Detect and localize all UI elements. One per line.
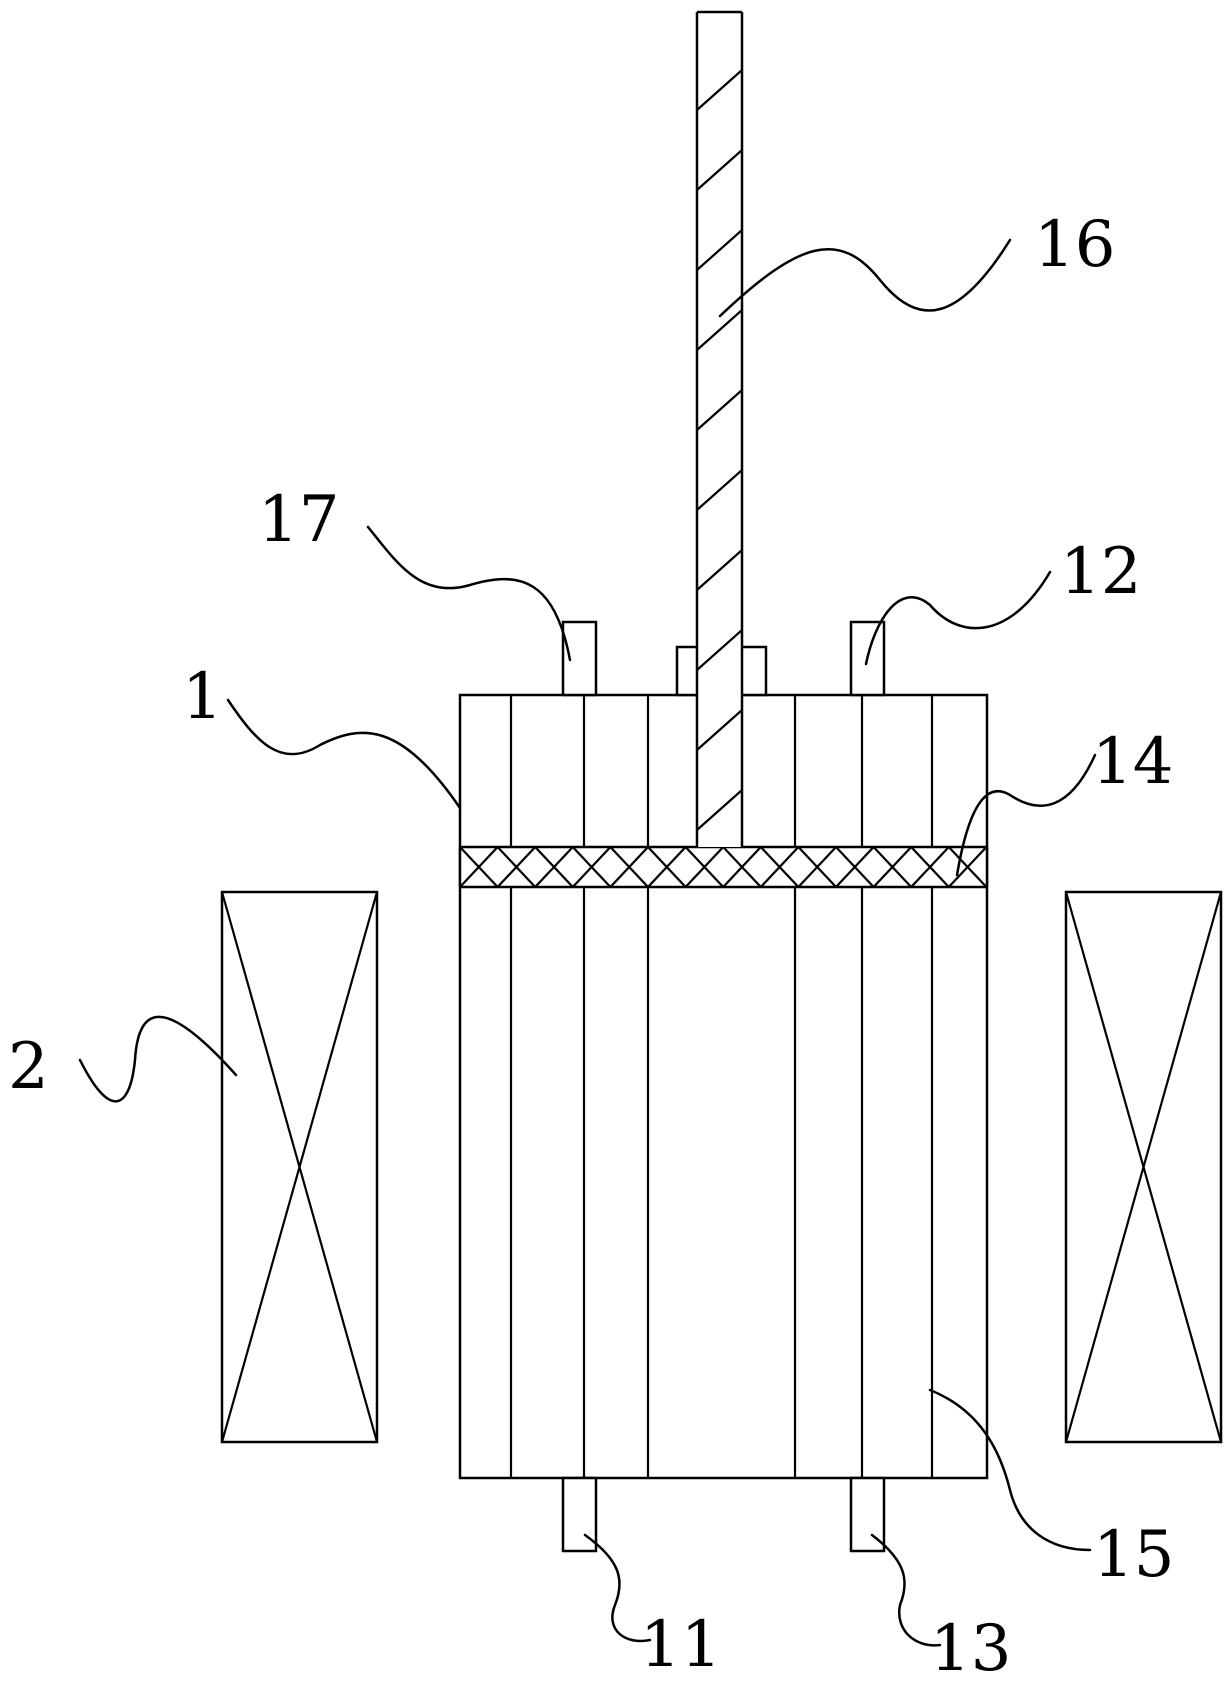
label-14: 14: [1092, 725, 1173, 799]
terminal-12: [849, 620, 886, 697]
label-11: 11: [640, 1608, 721, 1682]
leader-11: [583, 1533, 652, 1643]
right-coil: [1064, 890, 1223, 1444]
leader-15: [928, 1388, 1092, 1552]
terminal-13: [849, 1476, 886, 1553]
leader-17: [366, 525, 572, 662]
terminal-17: [561, 620, 598, 697]
label-12: 12: [1060, 535, 1141, 609]
label-13: 13: [930, 1612, 1011, 1686]
label-2: 2: [8, 1030, 49, 1104]
leader-13: [870, 1533, 942, 1647]
main-body: [458, 693, 989, 1480]
label-17: 17: [258, 483, 339, 557]
mesh-layer: [458, 845, 989, 889]
leader-16: [718, 238, 1012, 318]
label-1: 1: [182, 660, 223, 734]
leader-14: [955, 753, 1097, 877]
leader-12: [864, 570, 1052, 666]
left-coil: [220, 890, 379, 1444]
leader-1: [226, 698, 462, 810]
leader-2: [78, 1015, 238, 1103]
label-15: 15: [1093, 1518, 1174, 1592]
hatched-rod: [695, 10, 744, 847]
labels: 16 17 12 1 14 2 15 11 13: [8, 208, 1174, 1686]
leader-lines: [78, 238, 1097, 1647]
label-16: 16: [1034, 208, 1115, 282]
